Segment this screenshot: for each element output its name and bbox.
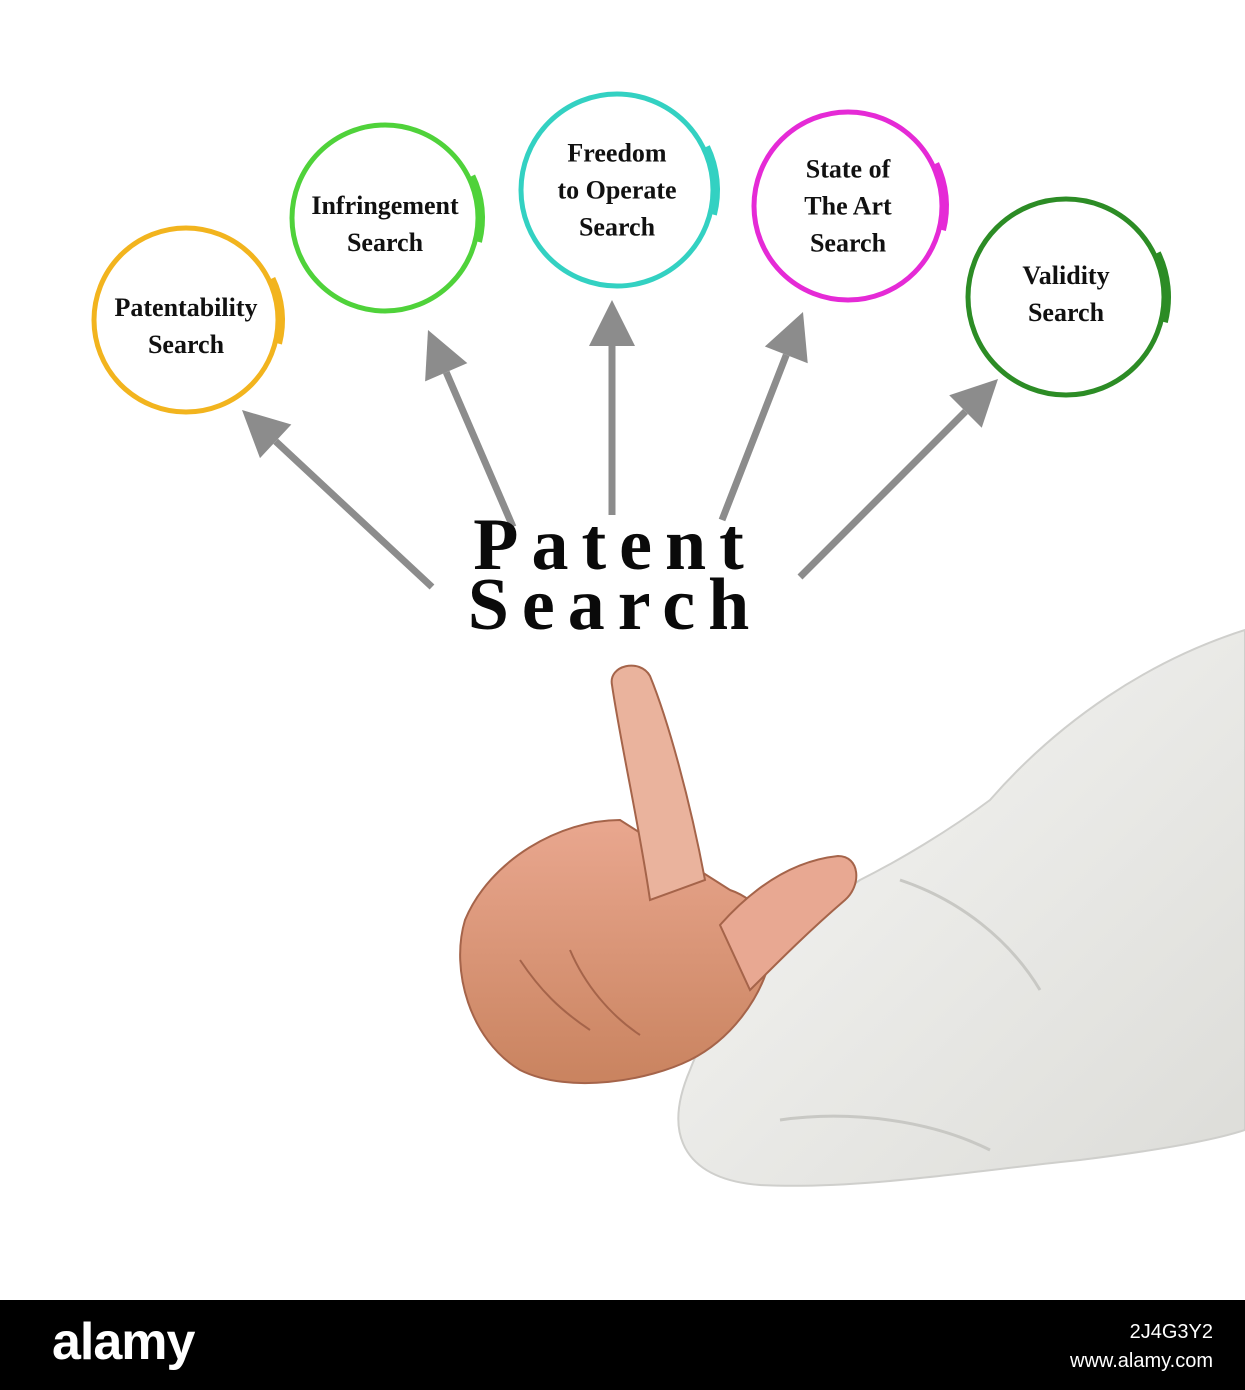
footer-image-id: 2J4G3Y2 <box>1070 1318 1213 1347</box>
diagram-stage: Patentability Search Infringement Search… <box>0 0 1245 1300</box>
footer-site: www.alamy.com <box>1070 1347 1213 1376</box>
node-label-patentability: Patentability Search <box>115 289 258 363</box>
footer-logo: alamy <box>52 1312 194 1372</box>
footer-meta: 2J4G3Y2 www.alamy.com <box>1070 1318 1213 1376</box>
center-title: Patent Search <box>405 515 825 635</box>
node-label-state-of-the-art: State of The Art Search <box>804 151 891 262</box>
center-title-line2: Search <box>405 575 825 635</box>
node-label-infringement: Infringement Search <box>311 187 458 261</box>
node-label-freedom-to-operate: Freedom to Operate Search <box>557 135 676 246</box>
watermark-footer: alamy 2J4G3Y2 www.alamy.com <box>0 1300 1245 1390</box>
pointing-hand-illustration <box>460 630 1245 1186</box>
arrow-shaft-state-of-the-art <box>722 355 786 520</box>
node-label-validity: Validity Search <box>1022 257 1109 331</box>
arrow-head-freedom-to-operate <box>589 300 635 346</box>
